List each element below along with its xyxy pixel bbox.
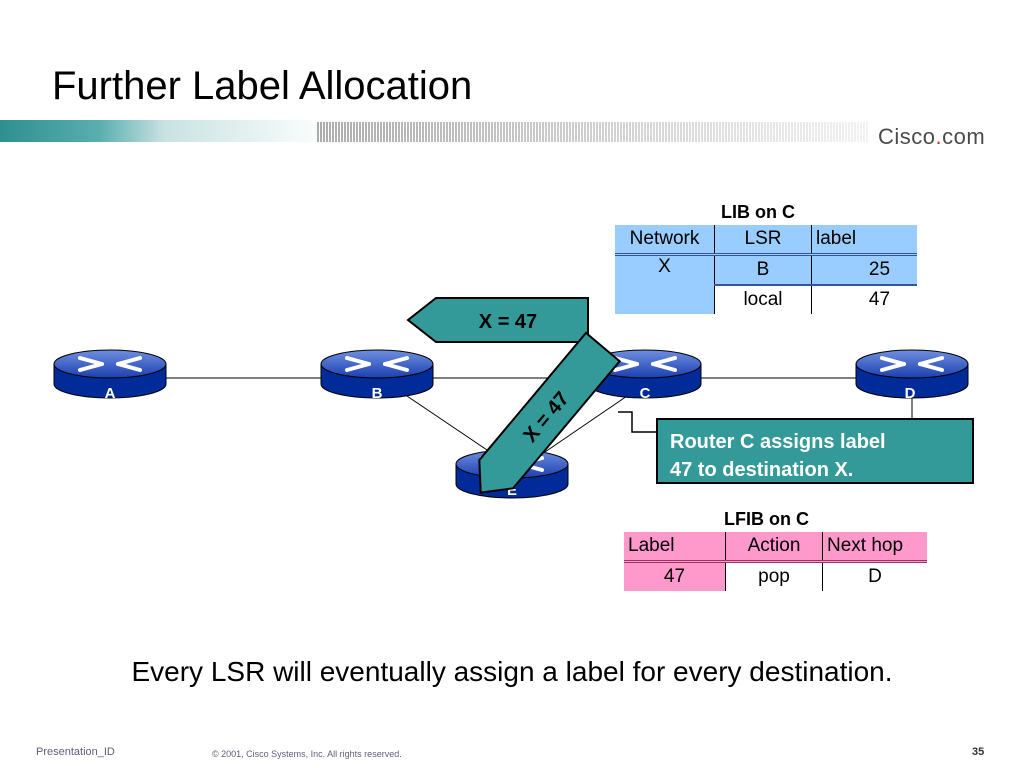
lfib-cell-label: 47 — [624, 561, 726, 591]
message-horizontal-label: X = 47 — [479, 311, 537, 333]
header-stripe — [0, 120, 868, 142]
footer-copyright: © 2001, Cisco Systems, Inc. All rights r… — [212, 749, 402, 759]
lib-header-label: label — [816, 228, 857, 249]
footer-presentation-id: Presentation_ID — [36, 746, 115, 758]
link-c-e — [544, 393, 631, 453]
header-gradient-bar — [0, 120, 330, 142]
lib-cell-label: 47 — [811, 285, 917, 314]
link-b-e — [403, 393, 491, 453]
lib-cell-label: 25 — [811, 254, 917, 286]
lib-cell-lsr: B — [714, 254, 812, 286]
lfib-table: Label Action Next hop 47 pop D — [624, 532, 927, 591]
router-label-d: D — [905, 385, 916, 402]
table-row: local 47 — [615, 285, 917, 314]
lib-cell-network — [615, 285, 715, 314]
lib-cell-lsr: local — [714, 285, 812, 314]
cisco-logo: Cisco.com — [878, 124, 986, 149]
lib-header-network: Network — [615, 225, 715, 255]
callout-line-2: 47 to destination X. — [670, 459, 854, 481]
lfib-header-row: Label Action Next hop — [624, 532, 927, 562]
lfib-cell-action: pop — [725, 561, 823, 591]
lib-table: Network LSR label X B 25 local 47 — [615, 225, 917, 314]
table-row: 47 pop D — [624, 561, 927, 591]
footer-page-number: 35 — [972, 746, 985, 758]
slide-footnote: Every LSR will eventually assign a label… — [131, 656, 893, 687]
lfib-caption: LFIB on C — [724, 509, 809, 529]
router-label-a: A — [105, 385, 116, 402]
lfib-header-label: Label — [624, 532, 726, 562]
slide-title: Further Label Allocation — [52, 64, 473, 108]
callout-box: Router C assigns label 47 to destination… — [656, 418, 974, 484]
lfib-header-next-hop: Next hop — [827, 535, 904, 556]
callout-line-1: Router C assigns label — [670, 431, 886, 453]
lib-cell-network: X — [615, 254, 715, 285]
header-stripe-lines — [317, 122, 868, 142]
router-label-c: C — [640, 385, 651, 402]
lib-header-row: Network LSR label — [615, 225, 917, 255]
table-row: X B 25 — [615, 254, 917, 286]
callout-pointer — [618, 411, 656, 433]
lib-header-lsr: LSR — [714, 225, 812, 255]
message-arrow-horizontal — [406, 297, 589, 343]
lib-caption: LIB on C — [721, 202, 795, 222]
router-label-e: E — [507, 482, 517, 499]
router-label-b: B — [372, 385, 383, 402]
lfib-cell-next-hop: D — [822, 561, 927, 591]
lfib-header-action: Action — [725, 532, 823, 562]
